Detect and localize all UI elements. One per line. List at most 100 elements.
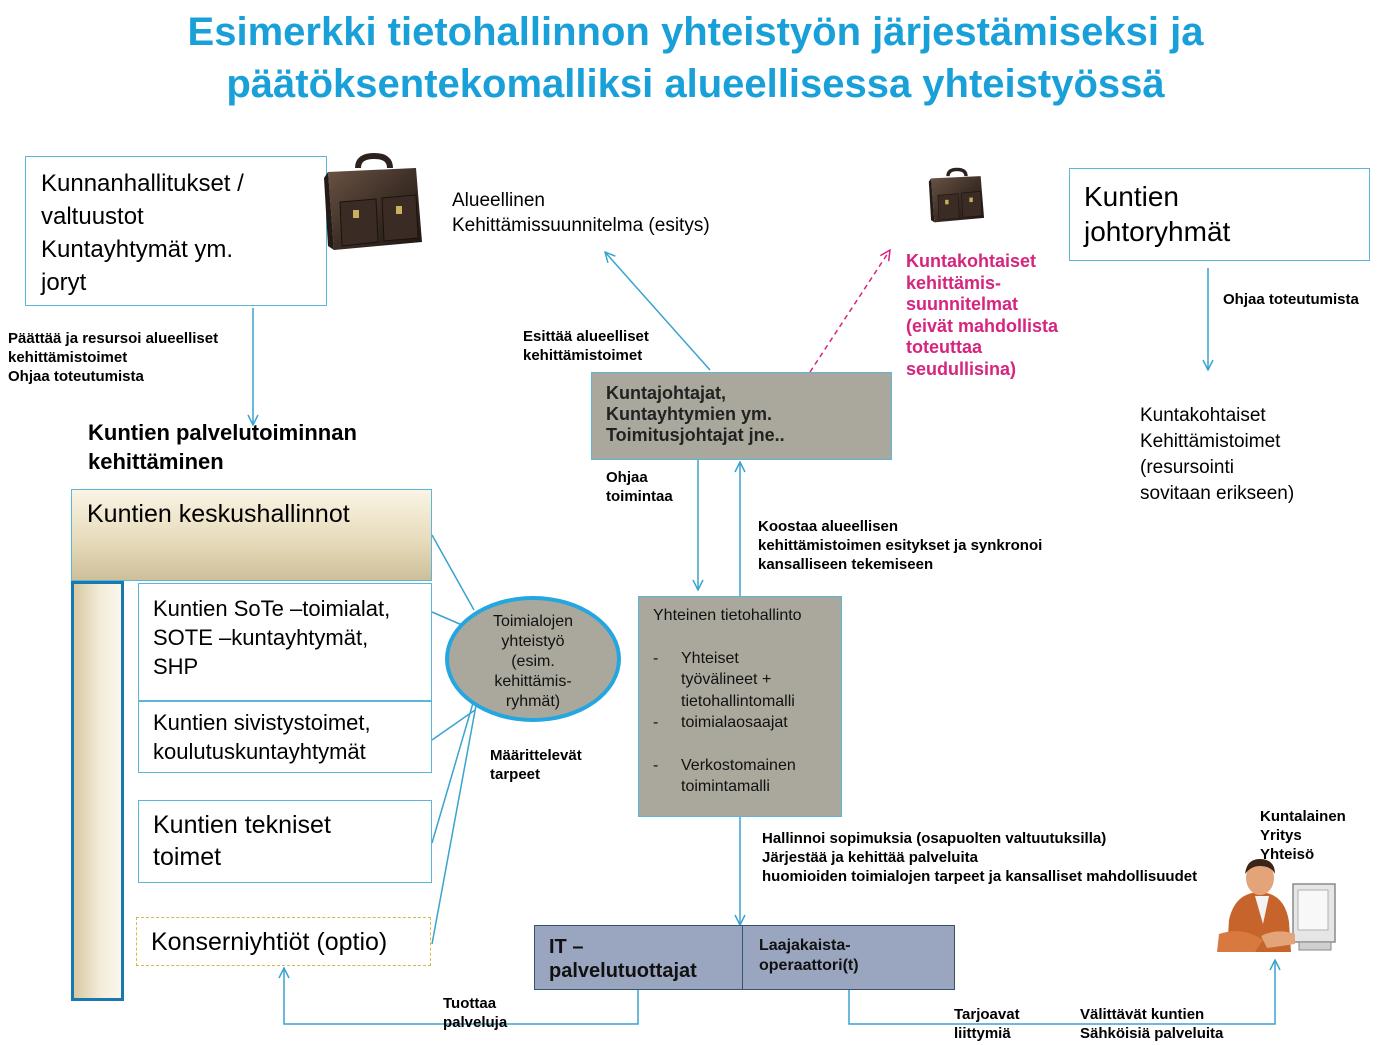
yhteinen-item-1-dash: - — [653, 649, 659, 667]
koostaa-label: Koostaa alueellisen kehittämistoimen esi… — [758, 517, 1088, 574]
kuntakohtaiset-suunn-line-2: kehittämis- — [906, 272, 1002, 293]
sote-line-3: SHP — [153, 654, 199, 679]
line-tekniset-toimialojen — [431, 702, 474, 844]
toimialojen-line-5: ryhmät) — [505, 693, 561, 710]
toimialojen-line-2: yhteistyö — [501, 633, 565, 650]
title-line-2: päätöksentekomalliksi alueellisessa yhte… — [226, 62, 1165, 106]
hallinnoi-line-1: Hallinnoi sopimuksia (osapuolten valtuut… — [762, 830, 1107, 847]
kuntakohtaiset-toimet-line-2: Kehittämistoimet — [1140, 431, 1281, 452]
small-briefcase-icon — [928, 167, 985, 223]
yhteinen-item-2: - toimialaosaajat — [653, 712, 841, 734]
arrow-dashed-kuntakohtaiset — [809, 250, 890, 373]
page-title: Esimerkki tietohallinnon yhteistyön järj… — [0, 6, 1391, 110]
title-line-1: Esimerkki tietohallinnon yhteistyön järj… — [187, 10, 1204, 54]
yhteinen-title: Yhteinen tietohallinto — [653, 607, 802, 624]
konserni-box: Konserniyhtiöt (optio) — [136, 917, 431, 966]
paattaa-line-2: kehittämistoimet — [8, 349, 128, 366]
paattaa-line-1: Päättää ja resursoi alueelliset — [8, 330, 219, 347]
kuntakohtaiset-suunn-line-6: seudullisina) — [906, 358, 1017, 379]
valittavat-line-2: Sähköisiä palveluita — [1080, 1025, 1224, 1042]
it-line-1: IT – — [549, 936, 584, 958]
arrow-it-to-konserni — [284, 968, 639, 1025]
kuntakohtaiset-toimet-line-3: (resursointi — [1140, 457, 1234, 478]
kuntakohtaiset-toimet-line-4: sovitaan erikseen) — [1140, 483, 1295, 504]
kuntajohtajat-line-1: Kuntajohtajat, — [606, 383, 726, 403]
person-at-computer-icon — [1217, 858, 1336, 952]
koostaa-line-3: kansalliseen tekemiseen — [758, 556, 934, 573]
tekniset-line-2: toimet — [153, 843, 222, 871]
alueellinen-line-2: Kehittämissuunnitelma (esitys) — [452, 215, 710, 236]
kunnanhallitukset-line-1: Kunnanhallitukset / — [41, 170, 244, 197]
alueellinen-label: Alueellinen Kehittämissuunnitelma (esity… — [452, 188, 782, 238]
alueellinen-line-1: Alueellinen — [452, 190, 545, 211]
sote-line-2: SOTE –kuntayhtymät, — [153, 625, 369, 650]
hallinnoi-line-3: huomioiden toimialojen tarpeet ja kansal… — [762, 868, 1198, 885]
esittaa-line-1: Esittää alueelliset — [523, 328, 649, 345]
kuntakohtaiset-suunn-line-4: (eivät mahdollista — [906, 315, 1059, 336]
johtoryhmat-line-2: johtoryhmät — [1084, 216, 1231, 247]
kuntalainen-line-3: Yhteisö — [1260, 846, 1315, 863]
toimialojen-line-4: kehittämis- — [494, 673, 572, 690]
ohjaa-toteutumista-label: Ohjaa toteutumista — [1223, 291, 1359, 308]
valittavat-line-1: Välittävät kuntien — [1080, 1006, 1205, 1023]
johtoryhmat-line-1: Kuntien — [1084, 181, 1179, 212]
sivistys-line-1: Kuntien sivistystoimet, — [153, 710, 371, 735]
palvelutoiminnan-heading: Kuntien palvelutoiminnan kehittäminen — [88, 418, 408, 476]
kuntakohtaiset-toimet-line-1: Kuntakohtaiset — [1140, 405, 1266, 426]
esittaa-label: Esittää alueelliset kehittämistoimet — [523, 327, 723, 365]
palvelutoiminnan-line-2: kehittäminen — [88, 449, 224, 474]
kuntakohtaiset-suunn-line-3: suunnitelmat — [906, 294, 1019, 314]
yhteinen-item-3-dash: - — [653, 756, 659, 774]
koostaa-line-1: Koostaa alueellisen — [758, 518, 899, 535]
yhteinen-item-3-line-1: Verkostomainen — [681, 756, 796, 774]
toimialojen-line-1: Toimialojen — [492, 613, 574, 630]
kuntakohtaiset-suunn-line-1: Kuntakohtaiset — [906, 251, 1037, 271]
line-keskus-toimialojen — [431, 534, 475, 611]
kunnanhallitukset-box: Kunnanhallitukset / valtuustot Kuntayhty… — [25, 156, 327, 306]
tuottaa-line-1: Tuottaa — [443, 995, 497, 1012]
yhteinen-item-3: - Verkostomainen toimintamalli — [653, 755, 841, 798]
toimialojen-line-3: (esim. — [511, 653, 555, 670]
maarittelevat-line-2: tarpeet — [490, 766, 541, 783]
maarittelevat-line-1: Määrittelevät — [490, 747, 582, 764]
keskushallinnot-box: Kuntien keskushallinnot — [71, 489, 432, 581]
tarjoavat-line-1: Tarjoavat — [954, 1006, 1020, 1023]
kunnanhallitukset-line-4: joryt — [41, 269, 87, 296]
yhteinen-item-1-line-1: Yhteiset — [681, 649, 739, 667]
tuottaa-line-2: palveluja — [443, 1014, 508, 1031]
line-konserni-toimialojen — [431, 699, 478, 945]
sote-box: Kuntien SoTe –toimialat, SOTE –kuntayhty… — [138, 583, 432, 701]
kuntakohtaiset-suunn-line-5: toteuttaa — [906, 337, 982, 357]
ohjaa-toimintaa-line-1: Ohjaa — [606, 469, 648, 486]
arrow-to-alueellinen — [605, 252, 711, 371]
sote-line-1: Kuntien SoTe –toimialat, — [153, 596, 391, 621]
kuntajohtajat-line-2: Kuntayhtymien ym. — [606, 404, 773, 424]
toimialojen-ellipse: Toimialojen yhteistyö (esim. kehittämis-… — [445, 596, 621, 722]
laajakaista-line-2: operaattori(t) — [759, 957, 859, 974]
laajakaista-box: Laajakaista- operaattori(t) — [742, 925, 955, 990]
koostaa-line-2: kehittämistoimen esitykset ja synkronoi — [758, 537, 1043, 554]
kuntakohtaiset-suunnitelmat-label: Kuntakohtaiset kehittämis- suunnitelmat … — [906, 251, 1126, 380]
tekniset-line-1: Kuntien tekniset — [153, 811, 331, 839]
yhteinen-tietohallinto-box: Yhteinen tietohallinto - Yhteiset työväl… — [638, 596, 842, 817]
kuntalainen-line-1: Kuntalainen — [1260, 808, 1346, 825]
kuntalainen-label: Kuntalainen Yritys Yhteisö — [1260, 807, 1370, 864]
palvelutoiminnan-line-1: Kuntien palvelutoiminnan — [88, 420, 357, 445]
yhteinen-item-1-line-2: työvälineet + — [681, 671, 772, 688]
sivistys-line-2: koulutuskuntayhtymät — [153, 739, 366, 764]
kunnanhallitukset-line-2: valtuustot — [41, 203, 144, 230]
tuottaa-label: Tuottaa palveluja — [443, 994, 543, 1032]
paattaa-label: Päättää ja resursoi alueelliset kehittäm… — [8, 329, 268, 386]
ohjaa-toimintaa-line-2: toimintaa — [606, 488, 673, 505]
laajakaista-line-1: Laajakaista- — [759, 937, 851, 954]
hallinnoi-line-2: Järjestää ja kehittää palveluita — [762, 849, 978, 866]
kuntajohtajat-box: Kuntajohtajat, Kuntayhtymien ym. Toimitu… — [591, 372, 892, 460]
it-palvelutuottajat-box: IT – palvelutuottajat — [534, 925, 743, 990]
kunnanhallitukset-line-3: Kuntayhtymät ym. — [41, 236, 234, 263]
esittaa-line-2: kehittämistoimet — [523, 347, 643, 364]
briefcase-icon — [324, 152, 422, 250]
ohjaa-toimintaa-label: Ohjaa toimintaa — [606, 468, 696, 506]
valittavat-label: Välittävät kuntien Sähköisiä palveluita — [1080, 1005, 1260, 1043]
it-line-2: palvelutuottajat — [549, 960, 697, 982]
